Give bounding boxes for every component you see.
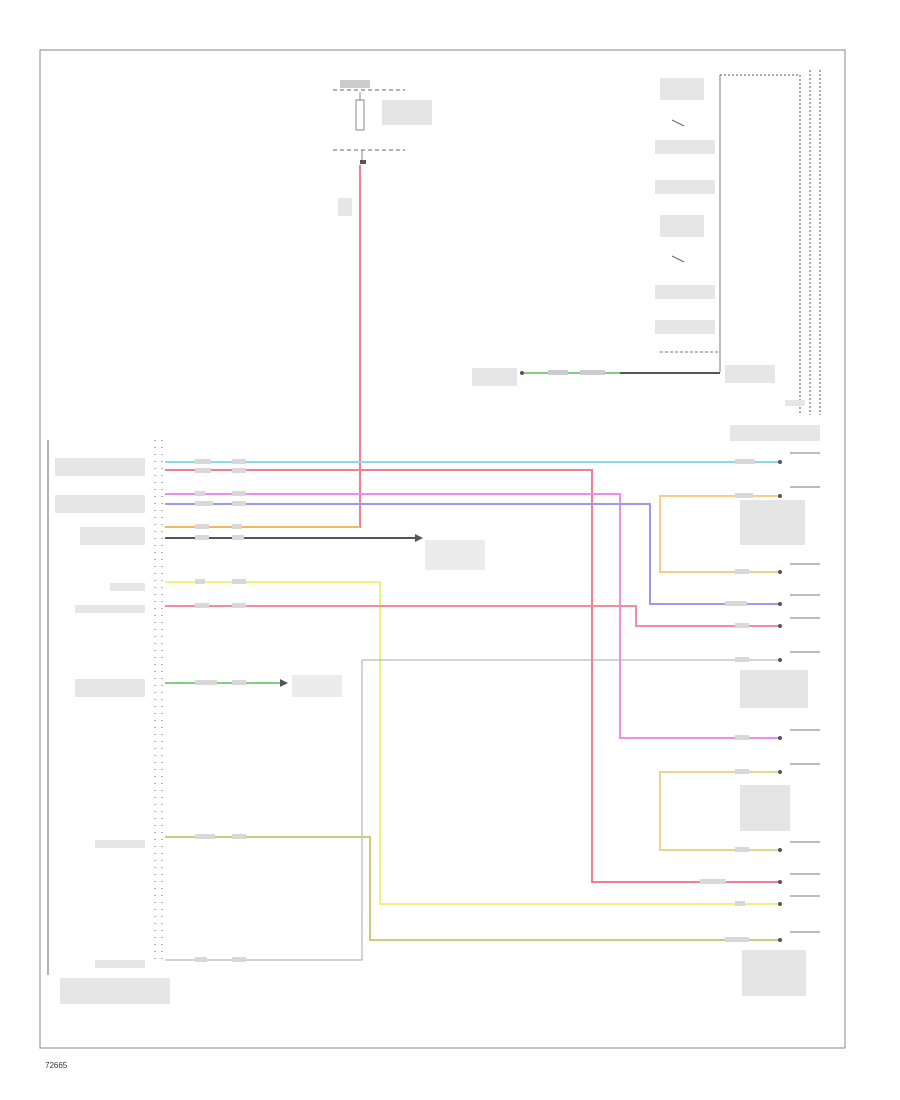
fuse-label-smudge — [340, 80, 370, 88]
wire-tan-loop — [659, 771, 780, 851]
top-green-wire — [472, 368, 720, 386]
seat-switches — [655, 70, 821, 441]
module-name-note — [60, 978, 170, 1004]
left-module — [47, 440, 170, 1004]
wire-pink — [165, 605, 780, 627]
wire-red-power — [165, 165, 361, 528]
seat-control-module-note — [730, 425, 820, 441]
wire-label-smudges — [195, 459, 755, 962]
fuse-block-note — [382, 100, 432, 125]
wire-magenta — [165, 493, 780, 739]
wire-orange-loop — [659, 495, 780, 573]
diagram-frame — [39, 49, 846, 1049]
page-code: 72665 — [45, 1061, 68, 1070]
pin-label-smudge-1 — [55, 458, 145, 476]
fuse-block — [333, 80, 432, 164]
right-connectors — [740, 452, 820, 996]
wire-yellow — [165, 581, 780, 905]
wire-blue — [165, 503, 780, 605]
wire-olive — [165, 836, 780, 941]
wire-red-long — [165, 469, 780, 883]
fuse-icon — [355, 92, 365, 131]
fuse-connector — [360, 160, 366, 164]
wire-gray — [165, 659, 780, 961]
ground-arrow — [415, 534, 423, 542]
